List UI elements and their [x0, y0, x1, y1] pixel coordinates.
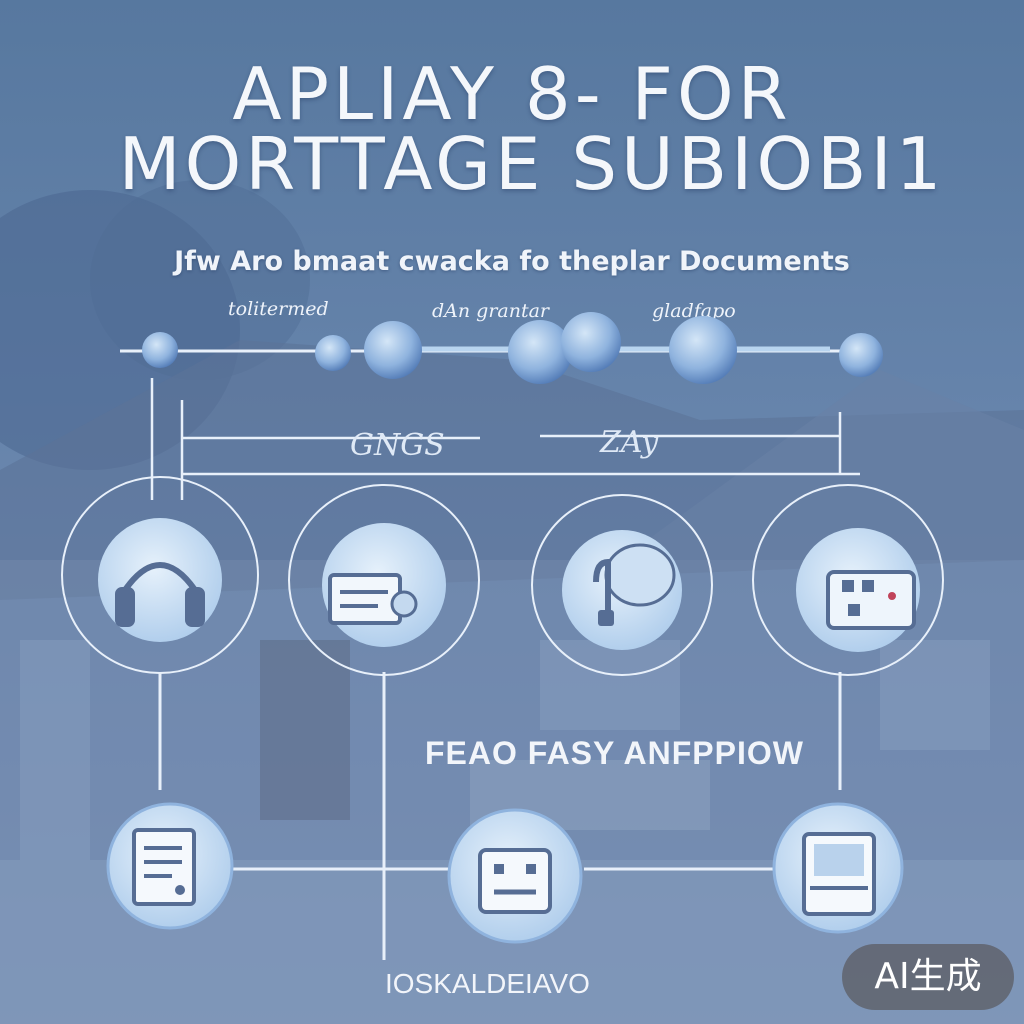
headset-icon [115, 562, 205, 627]
phone-icon [593, 543, 676, 626]
timeline-node-7 [839, 333, 883, 377]
monitor-icon [802, 832, 876, 916]
bottom-caption: IOSKALDEIAVO [385, 968, 590, 999]
bottom-node-3 [772, 802, 904, 934]
step-2 [288, 484, 480, 960]
page-title-line-2: MORTTAGE SUBIOBI1 [118, 122, 946, 206]
timeline-node-5 [561, 312, 621, 372]
page-title-line-1: APLIAY 8- FOR [232, 52, 792, 136]
timeline-label-1: tolitermed [228, 298, 329, 320]
ai-generated-badge: AI生成 [842, 944, 1014, 1010]
bottom-node-2 [447, 808, 583, 944]
step-4 [752, 484, 944, 790]
timeline-node-3 [364, 321, 422, 379]
timeline-node-4 [508, 320, 572, 384]
bottom-node-1 [106, 802, 234, 930]
form-document-icon [132, 828, 196, 906]
timeline-node-6 [669, 316, 737, 384]
timeline-label-2: dAn grantar [432, 300, 550, 322]
document-card-icon [328, 573, 418, 625]
step-1 [61, 476, 259, 790]
step-3 [531, 494, 713, 676]
id-card-icon [478, 848, 552, 914]
timeline-node-1 [142, 332, 178, 368]
branch-label-1: GNGS [350, 428, 445, 463]
subtitle: Jfw Aro bmaat cwacka fo theplar Document… [174, 246, 850, 277]
printer-icon [826, 570, 916, 630]
branch-bracket [150, 378, 860, 500]
timeline-label-3: gladfapo [652, 300, 736, 322]
timeline [120, 312, 883, 384]
process-caption: FEAO FASY ANFPPIOW [425, 735, 804, 771]
branch-label-2: ZAy [599, 425, 659, 460]
timeline-node-2 [315, 335, 351, 371]
